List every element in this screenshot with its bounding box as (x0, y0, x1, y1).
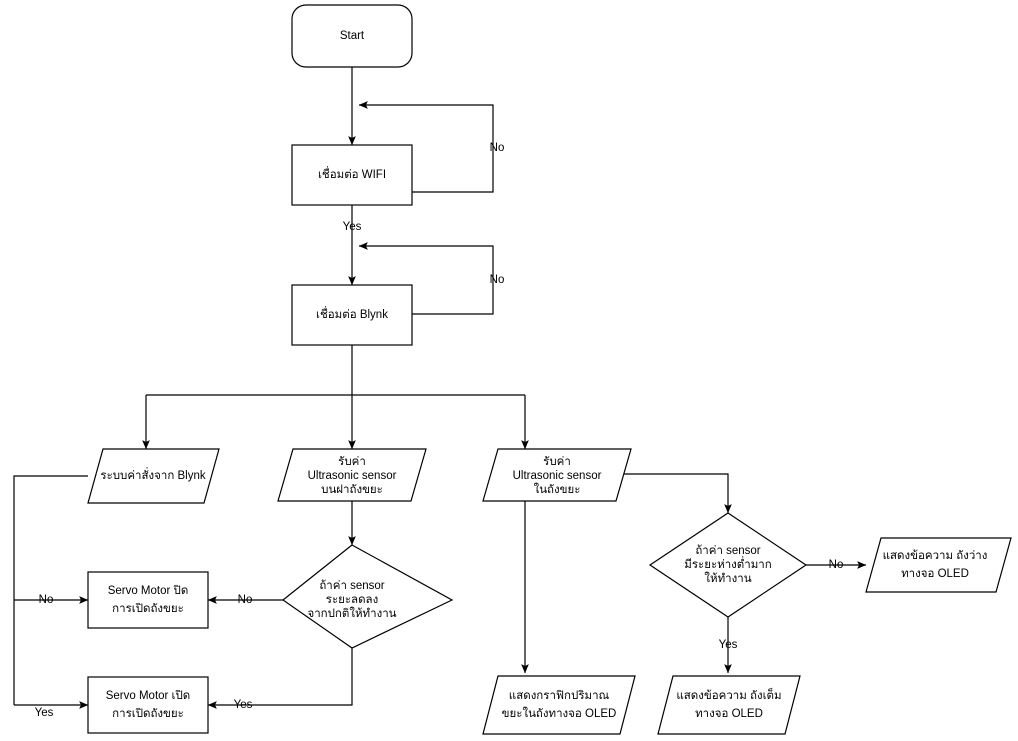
oled-full-shape[interactable] (657, 675, 801, 735)
edge-wifi-no-loop (358, 101, 494, 193)
oled-empty-label-line1: แสดงข้อความ ถังว่าง (883, 549, 988, 562)
connect-wifi-shape[interactable] (291, 144, 413, 206)
edge-label-wifi-yes: Yes (343, 221, 362, 233)
node-decide-bin[interactable]: ถ้าค่า sensor มีระยะห่างต่ำมาก ให้ทำงาน (648, 512, 808, 618)
blynk-command-shape[interactable] (87, 448, 220, 504)
edge-decide-lid-yes-to-servo-open (207, 648, 353, 709)
edge-label-bin-yes: Yes (719, 639, 738, 651)
decide-bin-label-line1: ถ้าค่า sensor (695, 544, 760, 557)
ultrasonic-lid-shape[interactable] (277, 448, 427, 502)
servo-close-label-line2: การเปิดถังขยะ (112, 602, 184, 615)
ultrasonic-bin-shape[interactable] (482, 448, 632, 502)
node-oled-full[interactable]: แสดงข้อความ ถังเต็ม ทางจอ OLED (657, 675, 801, 735)
decide-bin-label-line2: มีระยะห่างต่ำมาก (684, 556, 771, 571)
blynk-command-label: ระบบค่าสั่งจาก Blynk (100, 467, 205, 482)
start-label: Start (340, 30, 365, 42)
node-oled-graph[interactable]: แสดงกราฟิกปริมาณ ขยะในถังทางจอ OLED (482, 675, 636, 735)
node-ultrasonic-lid[interactable]: รับค่า Ultrasonic sensor บนฝาถังขยะ (277, 448, 427, 502)
edge-ultrasonic-bin-to-decide-bin (620, 473, 732, 514)
edge-blynk-no-loop (358, 242, 494, 315)
oled-empty-label-line2: ทางจอ OLED (901, 568, 969, 580)
ultrasonic-lid-label-line3: บนฝาถังขยะ (321, 484, 383, 496)
decide-bin-shape[interactable] (648, 512, 808, 618)
decide-lid-label-line2: ระยะลดลง (326, 594, 378, 606)
connect-wifi-label: เชื่อมต่อ WIFI (318, 166, 386, 181)
oled-full-label-line1: แสดงข้อความ ถังเต็ม (676, 687, 781, 702)
ultrasonic-bin-label-line2: Ultrasonic sensor (513, 470, 602, 482)
connect-blynk-label: เชื่อมต่อ Blynk (316, 306, 388, 321)
node-connect-wifi[interactable]: เชื่อมต่อ WIFI (291, 144, 413, 206)
oled-graph-label-line2: ขยะในถังทางจอ OLED (502, 707, 617, 720)
ultrasonic-lid-label-line1: รับค่า (338, 456, 366, 468)
node-decide-lid[interactable]: ถ้าค่า sensor ระยะลดลง จากปกติให้ทำงาน (281, 544, 454, 649)
connector-group (13, 67, 867, 709)
oled-full-label-line2: ทางจอ OLED (695, 708, 763, 720)
edge-label-lid-yes-right: Yes (234, 699, 253, 711)
connect-blynk-shape[interactable] (291, 284, 413, 346)
decide-lid-label-line1: ถ้าค่า sensor (319, 579, 384, 592)
edge-label-lid-no-left: No (39, 594, 54, 606)
servo-open-shape[interactable] (87, 676, 209, 734)
decide-bin-label-line3: ให้ทำงาน (704, 572, 751, 585)
edge-label-lid-no-right: No (238, 594, 253, 606)
decide-lid-shape[interactable] (281, 544, 454, 649)
decide-lid-label-line3: จากปกติให้ทำงาน (307, 607, 396, 620)
oled-graph-label-line1: แสดงกราฟิกปริมาณ (509, 689, 610, 702)
oled-empty-shape[interactable] (865, 537, 1012, 593)
servo-open-label-line1: Servo Motor เปิด (106, 689, 191, 702)
edge-label-wifi-no: No (490, 142, 505, 154)
node-blynk-command[interactable]: ระบบค่าสั่งจาก Blynk (87, 448, 220, 504)
oled-graph-shape[interactable] (482, 675, 636, 735)
node-connect-blynk[interactable]: เชื่อมต่อ Blynk (291, 284, 413, 346)
servo-close-label-line1: Servo Motor ปิด (108, 584, 189, 597)
ultrasonic-lid-label-line2: Ultrasonic sensor (308, 470, 397, 482)
edge-label-blynk-no: No (490, 274, 505, 286)
node-oled-empty[interactable]: แสดงข้อความ ถังว่าง ทางจอ OLED (865, 537, 1012, 593)
ultrasonic-bin-label-line3: ในถังขยะ (534, 483, 581, 496)
edge-label-lid-yes-left: Yes (35, 707, 54, 719)
start-shape[interactable] (291, 4, 413, 68)
node-start[interactable]: Start (291, 4, 413, 68)
servo-open-label-line2: การเปิดถังขยะ (112, 707, 184, 720)
node-servo-close[interactable]: Servo Motor ปิด การเปิดถังขยะ (87, 571, 209, 629)
node-ultrasonic-bin[interactable]: รับค่า Ultrasonic sensor ในถังขยะ (482, 448, 632, 502)
servo-close-shape[interactable] (87, 571, 209, 629)
edge-blynk-command-to-left-rail (13, 475, 88, 705)
edge-label-group: No Yes No No No Yes Yes No Yes (35, 142, 844, 719)
ultrasonic-bin-label-line1: รับค่า (543, 456, 571, 468)
node-servo-open[interactable]: Servo Motor เปิด การเปิดถังขยะ (87, 676, 209, 734)
edge-label-bin-no: No (829, 559, 844, 571)
